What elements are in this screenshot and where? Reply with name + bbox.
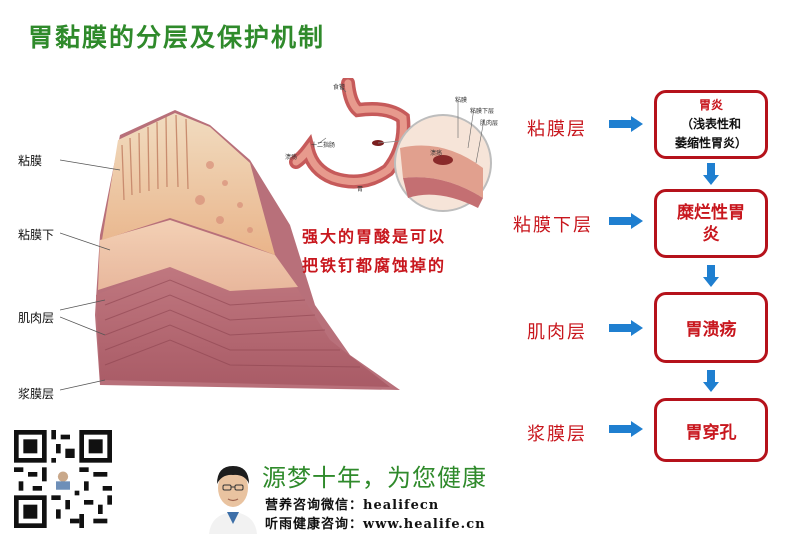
arrow-right-icon	[609, 421, 643, 437]
qr-code-icon	[14, 430, 112, 528]
row-label-serosa: 浆膜层	[527, 424, 587, 445]
arrow-right-icon	[609, 116, 643, 132]
stage-box-erosive-gastritis: 糜烂性胃 炎	[654, 189, 768, 258]
acid-note-line-2: 把铁钉都腐蚀掉的	[302, 256, 447, 275]
layer-label-serosa: 浆膜层	[18, 387, 55, 401]
stage-box-gastric-ulcer: 胃溃疡	[654, 292, 768, 363]
label-mucosa-inset: 粘膜	[455, 97, 468, 104]
layer-label-mucosa: 粘膜	[18, 154, 43, 168]
layer-label-muscle: 肌肉层	[18, 311, 55, 325]
arrow-right-icon	[609, 213, 643, 229]
label-muscle-inset: 肌肉层	[480, 120, 499, 127]
acid-note-line-1: 强大的胃酸是可以	[302, 227, 447, 246]
row-label-submucosa: 粘膜下层	[513, 215, 593, 236]
stage-gastritis-line-3: 萎缩性胃炎）	[674, 136, 747, 150]
page-title: 胃黏膜的分层及保护机制	[28, 23, 326, 52]
arrow-down-icon	[703, 265, 719, 287]
stage-box-gastritis: 胃炎 （浅表性和 萎缩性胃炎）	[654, 90, 768, 159]
tissue-section-icon	[60, 110, 400, 391]
stage-erosive-line-2: 炎	[702, 224, 720, 245]
label-ulcer-1: 溃疡	[285, 154, 298, 161]
stage-erosive-line-1: 糜烂性胃	[677, 202, 745, 223]
doctor-portrait-icon	[209, 466, 257, 534]
slogan: 源梦十年，为您健康	[262, 464, 487, 492]
layer-label-submucosa: 粘膜下	[18, 228, 55, 242]
label-stomach: 胃	[357, 186, 364, 193]
label-submucosa-inset: 粘膜下层	[470, 108, 495, 115]
row-label-muscle: 肌肉层	[527, 322, 587, 343]
arrow-right-icon	[609, 320, 643, 336]
stage-perforation-line-1: 胃穿孔	[685, 422, 737, 443]
row-label-mucosa: 粘膜层	[527, 119, 587, 140]
stage-box-perforation: 胃穿孔	[654, 398, 768, 462]
stage-ulcer-line-1: 胃溃疡	[685, 320, 737, 340]
wechat-contact: 营养咨询微信：healifecn	[265, 498, 440, 513]
arrow-down-icon	[703, 163, 719, 185]
label-esophagus: 食管	[333, 84, 346, 91]
acid-note: 强大的胃酸是可以 把铁钉都腐蚀掉的	[302, 222, 446, 280]
stage-gastritis-line-2: （浅表性和	[680, 117, 741, 131]
stomach-illustration-icon	[289, 78, 492, 212]
stage-gastritis-line-1: 胃炎	[698, 98, 723, 112]
website-contact: 听雨健康咨询：www.healife.cn	[265, 517, 486, 532]
label-ulcer-2: 溃疡	[430, 150, 443, 157]
arrow-down-icon	[703, 370, 719, 392]
label-duodenum: 十二指肠	[311, 142, 336, 149]
